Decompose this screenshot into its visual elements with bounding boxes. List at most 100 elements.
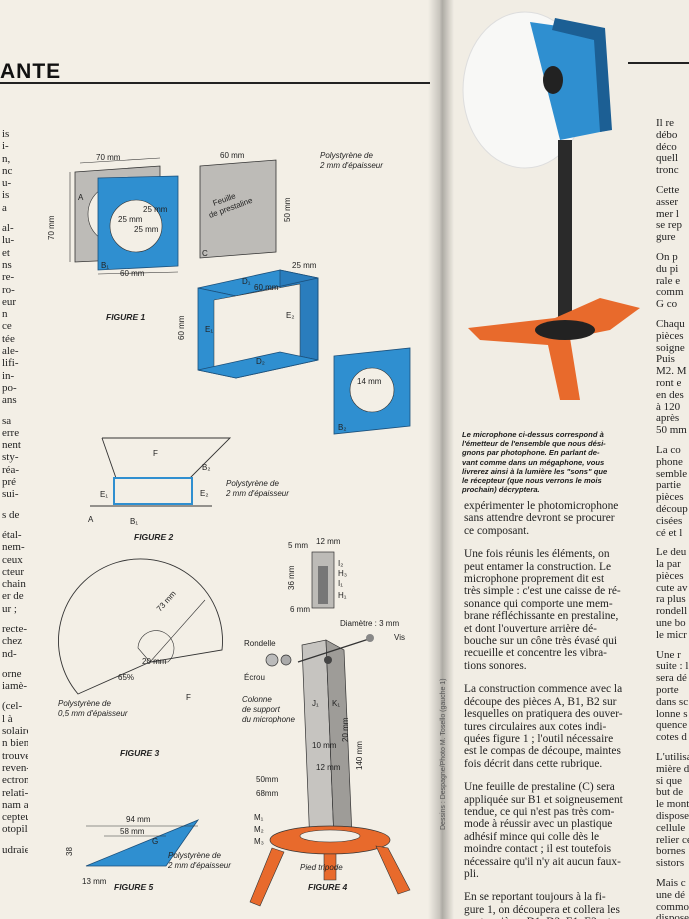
right-column-line: cellule [656,822,686,834]
right-column-line: découp [656,503,688,515]
photo-column [558,140,572,320]
page-header-title: ANTE [0,60,62,83]
left-column-line: n [2,308,8,321]
left-column-line: nc [2,164,13,177]
right-column-line: On p [656,251,678,263]
left-column-line: solaire [2,725,28,738]
caption-line: gnons par photophone. En parlant de- [462,448,600,458]
right-column-line: pièces [656,570,684,582]
right-column-line: cisées [656,515,683,527]
figure-4-stand [249,551,411,907]
right-column-line: lonne s [656,708,688,720]
fig1-part-b1: B₁ [101,261,109,270]
fig4-label-pied: Pied tripode [300,863,343,872]
left-column-line: nent [2,439,21,452]
fig1-dim-70-top: 70 mm [96,153,121,162]
fig2-part-f: F [153,449,158,458]
body-line: La construction commence avec la [464,683,623,696]
right-column-line: ront e [656,377,682,389]
right-column-line: une dé [656,889,686,901]
right-column-line: Une r [656,649,681,661]
left-column-line: is [2,128,10,140]
fig5-dim-38: 38 [65,847,74,856]
box-side [552,18,612,132]
figure-4-title: FIGURE 4 [308,882,347,892]
body-line: mode à réussir avec un plastique [464,818,613,831]
right-column-line: gure [656,232,676,244]
figure-2-section [90,437,232,507]
right-column-line: quence [656,720,688,732]
right-column-line: rondell [656,606,688,618]
left-column-line: n bien [2,737,28,750]
fig4-label-rondelle: Rondelle [244,639,276,648]
body-line: sonance qui comporte une mem- [464,597,613,610]
body-line: nécessaire qu'il n'y ait aucun faux- [464,855,621,868]
left-column-line: étal- [2,528,22,541]
fig2-note-line2: 2 mm d'épaisseur [225,489,289,498]
fig4-label-micro: du microphone [242,715,295,724]
fig4-part-i2: I₂ [338,559,343,568]
left-column-line: pré [2,476,17,489]
body-line: fois décrit dans cette rubrique. [464,757,603,770]
photo-credit: Dessins : Despagne/Photo M. Tosello (gau… [440,678,447,830]
fig2-note-line1: Polystyrène de [226,479,279,488]
left-column-line: cteur [2,565,24,578]
body-line: recueille et concentre les vibra- [464,647,607,660]
body-line: En se reportant toujours à la fi- [464,891,606,904]
figure-5-title: FIGURE 5 [114,882,153,892]
left-column-line: cepteur [2,811,28,824]
sheet-dim-50: 50 mm [283,197,292,222]
box-dim-25: 25 mm [292,261,317,270]
body-line: appliquée sur B1 et soigneusement [464,793,623,806]
body-line: moindre contact ; il est toutefois [464,843,612,856]
right-column-line: asser [656,196,678,208]
body-line: est le compas de découpe, maintes [464,745,621,758]
box-part-e1: E₁ [205,325,213,334]
box-dim-60-side: 60 mm [177,315,186,340]
body-line: bouche sur un cône très évasé qui [464,635,618,648]
left-column-line: erre [2,426,20,439]
ring-part-b2: B₂ [338,423,346,432]
left-column-line: nem- [2,541,25,554]
fig2-part-e1: E₁ [100,490,108,499]
right-column-line: mer l [656,208,679,220]
left-column-line: nam ar- [2,798,28,811]
fig4-part-h1: H₁ [338,591,347,600]
right-column-line: Il re [656,118,675,129]
fig4-label-12mm: 12 mm [316,537,341,546]
figure-5-piece-g [85,819,200,867]
fig1-dim-25b: 25 mm [134,225,159,234]
left-column-line: chain [2,578,26,591]
left-column-line: nd- [2,647,17,660]
right-column-line: le micr [656,629,687,641]
right-column-line: en des [656,389,684,401]
fig4-label-10mm: 10 mm [312,741,337,750]
resonance-box [197,269,319,379]
left-column-line: is [2,189,10,202]
fig2-part-b1: B₁ [130,517,138,526]
fig5-part-g: G [152,837,158,846]
header-rule-right [628,62,689,64]
ring-dim-14: 14 mm [357,377,382,386]
fig3-note-line2: 0,5 mm d'épaisseur [58,709,128,718]
right-column-line: tronc [656,165,679,177]
fig1-dim-25a: 25 mm [118,215,143,224]
fig4-part-k1: K₁ [332,699,340,708]
fig4-label-50mm: 50mm [256,775,279,784]
figure-2-title: FIGURE 2 [134,532,173,542]
fig4-part-m2: M₂ [254,825,264,834]
body-paragraph: En se reportant toujours à la fi-gure 1,… [464,891,689,919]
figure-1-title: FIGURE 1 [106,312,145,322]
right-column-line: commo [656,901,689,913]
fig2-part-a: A [88,515,94,524]
fig4-label-5mm: 5 mm [288,541,308,550]
right-column-line: pièces [656,330,684,342]
right-column-line: Puis [656,354,675,366]
left-column-line: orne [2,667,22,680]
body-line: expérimenter le photomicrophone [464,500,619,512]
figure-3-cone-pattern [58,558,223,695]
right-column-line: cé et l [656,527,683,539]
